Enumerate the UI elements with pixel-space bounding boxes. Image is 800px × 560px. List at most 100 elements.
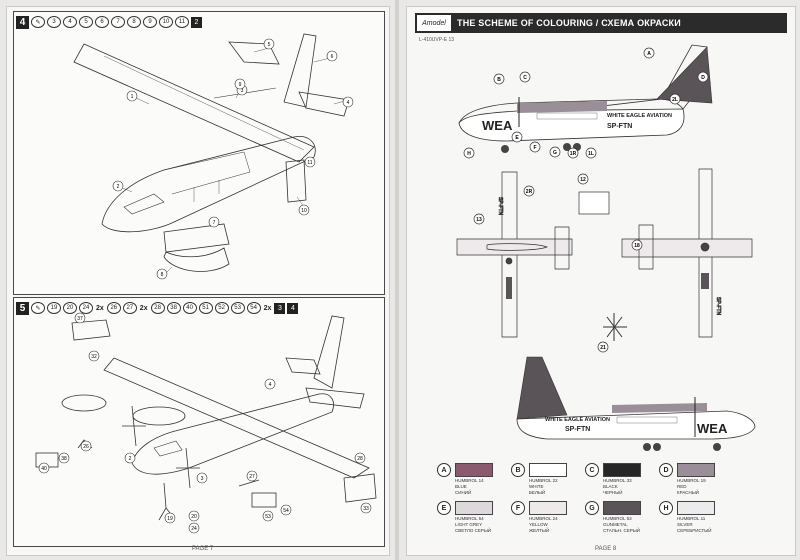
livery-registration-text-right: SP-FTN: [565, 426, 590, 433]
colour-marker: 12: [577, 173, 589, 185]
livery-airline-text-right: WHITE EAGLE AVIATION: [545, 417, 610, 423]
marker-label: 13: [476, 217, 482, 223]
cheatline: [517, 101, 607, 113]
swatch-paint-code: HUMBROL 14: [455, 478, 484, 483]
marker-label: 2L: [672, 97, 678, 103]
swatch-colour-name-en: BLUE: [455, 484, 467, 489]
callout-label: 38: [61, 456, 67, 462]
page-spine: [395, 0, 399, 560]
part-callout: 28: [354, 452, 366, 464]
swatch-letter: F: [511, 501, 525, 515]
swatch-colour-name-en: RED: [677, 484, 687, 489]
swatch-colour-chip: [455, 501, 493, 515]
swatch-letter: G: [585, 501, 599, 515]
swatch-letter: E: [437, 501, 451, 515]
fuselage-outline: [101, 136, 316, 233]
callout-label: 3: [241, 88, 244, 94]
subassembly-badge: 4: [287, 302, 299, 314]
part-number-badge: 28: [150, 302, 165, 314]
swatch-colour-name-en: SILVER: [677, 522, 693, 527]
tail-fin: [313, 315, 345, 389]
multiplier: 2x: [96, 304, 104, 312]
part-callout: 19: [164, 512, 176, 524]
swatch-paint-code: HUMBROL 19: [677, 478, 706, 483]
colour-marker: C: [519, 71, 531, 83]
aircraft-side-view-right: WEA WHITE EAGLE AVIATION SP-FTN: [516, 356, 756, 451]
part-number-badge: 20: [63, 302, 77, 314]
swatch-paint-code: HUMBROL 64: [455, 516, 484, 521]
swatch-paint-code: HUMBROL 22: [529, 478, 558, 483]
callout-label: 6: [331, 54, 334, 60]
swatch-paint-code: HUMBROL 33: [603, 478, 632, 483]
colour-marker: D: [697, 71, 709, 83]
swatch-colour-chip: [603, 463, 641, 477]
part-number-badge: 10: [159, 16, 173, 28]
part-callout: 7: [208, 216, 220, 228]
side-panel: [285, 159, 307, 203]
lower-part: [163, 223, 230, 253]
stabilizer-left: [228, 41, 280, 65]
colour-marker: E: [511, 131, 523, 143]
swatch-colour-name-en: LIGHT GREY: [455, 522, 483, 527]
swatch-letter: A: [437, 463, 451, 477]
callout-label: 40: [41, 466, 47, 472]
callout-label: 9: [239, 82, 242, 88]
part-callout: 11: [304, 156, 316, 168]
marker-label: 21: [600, 345, 606, 351]
part-callout: 4: [342, 96, 354, 108]
multiplier: 2x: [139, 304, 148, 312]
callout-label: 37: [77, 316, 83, 322]
part-callout: 6: [326, 50, 338, 62]
livery-registration-text: SP-FTN: [607, 123, 632, 130]
wheel: [563, 143, 571, 151]
swatch-colour-chip: [603, 501, 641, 515]
detail-parts: [578, 191, 627, 341]
marker-label: 2R: [526, 189, 533, 195]
part-callout: 1: [126, 90, 138, 102]
part-callout: 10: [298, 204, 310, 216]
colour-scheme-page-right: Amodel THE SCHEME OF COLOURING / СХЕМА О…: [406, 6, 796, 556]
part-number-badge: 54: [246, 302, 261, 314]
marker-label: 1L: [588, 151, 594, 157]
part-callout: 53: [262, 510, 274, 522]
callout-label: 19: [167, 516, 173, 522]
livery-airline-text: WHITE EAGLE AVIATION: [607, 113, 672, 119]
swatch-letter: B: [511, 463, 525, 477]
callout-label: 53: [265, 514, 271, 520]
cockpit-window: [123, 193, 165, 215]
colour-marker: A: [643, 47, 655, 59]
callout-label: 33: [363, 506, 369, 512]
part-callout: 24: [188, 522, 200, 534]
part-number-badge: 26: [106, 302, 121, 314]
marker-label: E: [515, 135, 519, 141]
colour-marker: 1L: [585, 147, 597, 159]
callout-label: 10: [301, 208, 307, 214]
swatch-letter: C: [585, 463, 599, 477]
swatch-letter: H: [659, 501, 673, 515]
callout-label: 54: [283, 508, 289, 514]
tail-fin-dark: [656, 46, 713, 104]
swatch-colour-name-en: GUNMETAL: [603, 522, 628, 527]
part-number-badge: 7: [111, 16, 125, 28]
marker-label: G: [553, 150, 557, 156]
colour-marker: 2R: [523, 185, 535, 197]
fuselage-outline: [131, 393, 334, 475]
glue-icon: ✎: [31, 302, 45, 314]
